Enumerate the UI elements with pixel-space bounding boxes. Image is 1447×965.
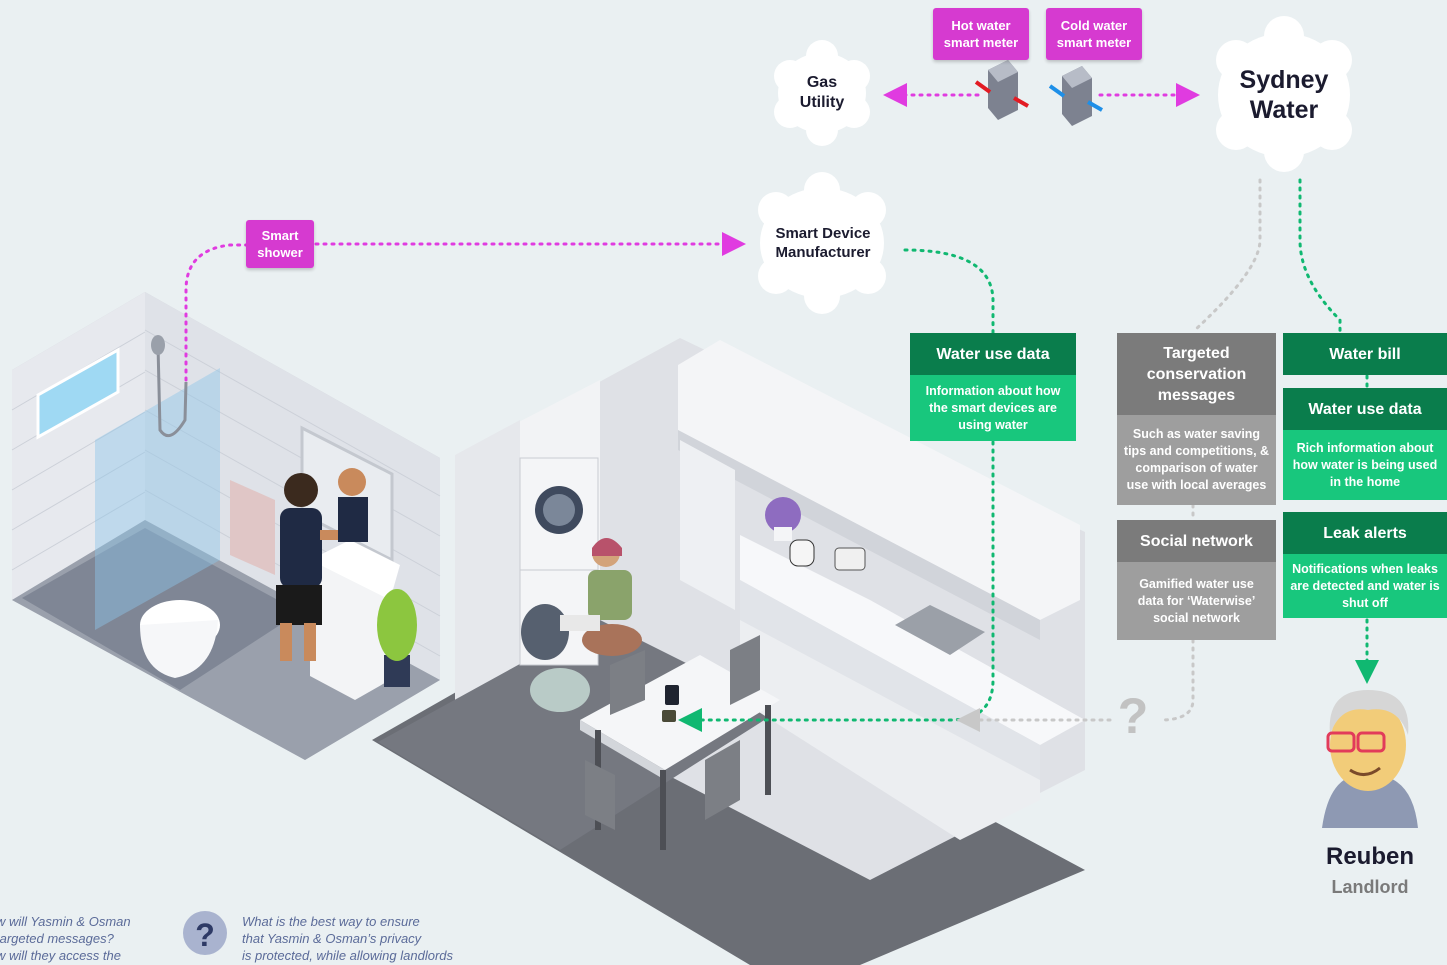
shower-head-icon: [156, 344, 188, 438]
sydney-water-cloud: [1216, 16, 1352, 172]
gas-utility-cloud: [774, 40, 870, 146]
help-icon: ?: [183, 911, 227, 955]
targeted-messages-card: Targeted conservation messages Such as w…: [1117, 333, 1276, 505]
sydney-water-label: Sydney Water: [1239, 66, 1329, 124]
smart-device-manufacturer-cloud: [758, 172, 886, 314]
gas-utility-label: Gas Utility: [799, 74, 845, 111]
card-title: Targeted conservation messages: [1117, 333, 1276, 415]
hot-water-meter-icon: [974, 60, 1029, 120]
privacy-question-mark: ?: [1117, 688, 1149, 744]
question-text-1: w will Yasmin & Osman targeted messages?…: [0, 914, 131, 963]
social-network-card: Social network Gamified water use data f…: [1117, 520, 1276, 640]
yasmin-figure: [560, 538, 642, 656]
card-text: Information about how the smart devices …: [910, 375, 1076, 441]
kitchen: [372, 338, 1085, 965]
smart-device-manufacturer-label: Smart Device Manufacturer: [775, 225, 871, 261]
manufacturer-water-use-card: Water use data Information about how the…: [910, 333, 1076, 441]
svg-text:?: ?: [195, 917, 215, 953]
card-title: Water bill: [1283, 333, 1447, 375]
leak-alerts-card: Leak alerts Notifications when leaks are…: [1283, 512, 1447, 618]
sydney-water-use-card: Water use data Rich information about ho…: [1283, 388, 1447, 500]
osman-figure: [276, 473, 348, 661]
sydney-water-to-bill-line: [1298, 178, 1342, 335]
water-bill-card: Water bill: [1283, 333, 1447, 375]
card-title: Leak alerts: [1283, 512, 1447, 554]
card-title: Water use data: [910, 333, 1076, 375]
landlord-name: Reuben: [1325, 843, 1414, 870]
card-title: Water use data: [1283, 388, 1447, 430]
card-text: Such as water saving tips and competitio…: [1117, 415, 1276, 505]
reuben-avatar: [1322, 690, 1418, 828]
cold-water-meter-icon: [1048, 66, 1103, 126]
question-text-2: What is the best way to ensure that Yasm…: [242, 914, 454, 963]
manufacturer-to-home-arrow: [678, 440, 995, 732]
smart-shower-tag: Smart shower: [246, 220, 314, 268]
bathroom: [11, 292, 441, 760]
hot-water-meter-tag: Hot water smart meter: [933, 8, 1029, 60]
sydney-water-to-targeted-line: [1193, 178, 1262, 332]
shower-to-tag-line: [184, 243, 248, 382]
landlord-role: Landlord: [1331, 877, 1409, 897]
social-to-home-arrow: [1158, 638, 1195, 722]
card-title: Social network: [1117, 520, 1276, 562]
card-text: Notifications when leaks are detected an…: [1283, 554, 1447, 618]
card-text: Rich information about how water is bein…: [1283, 430, 1447, 500]
cold-water-meter-tag: Cold water smart meter: [1046, 8, 1142, 60]
manufacturer-to-card-line: [903, 248, 995, 335]
card-text: Gamified water use data for ‘Waterwise’ …: [1117, 562, 1276, 640]
